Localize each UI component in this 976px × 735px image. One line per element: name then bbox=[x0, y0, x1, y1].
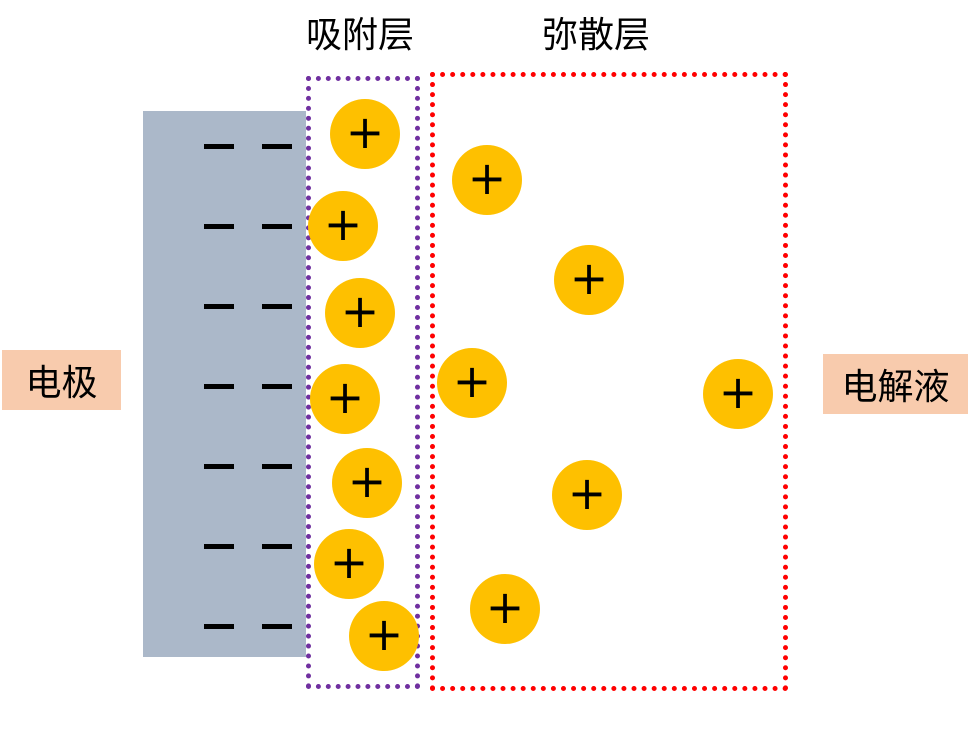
negative-charge bbox=[204, 384, 234, 389]
plus-sign: + bbox=[569, 251, 609, 305]
plus-sign: + bbox=[340, 284, 380, 338]
plus-sign: + bbox=[329, 535, 369, 589]
adsorption-layer-box bbox=[306, 76, 420, 689]
diffuse-cation: + bbox=[437, 348, 507, 418]
adsorbed-cation: + bbox=[349, 601, 419, 671]
negative-charge bbox=[262, 384, 292, 389]
plus-sign: + bbox=[323, 197, 363, 251]
negative-charge bbox=[204, 224, 234, 229]
adsorbed-cation: + bbox=[314, 529, 384, 599]
plus-sign: + bbox=[364, 607, 404, 661]
electrode-label: 电极 bbox=[2, 350, 121, 410]
plus-sign: + bbox=[347, 454, 387, 508]
plus-sign: + bbox=[467, 151, 507, 205]
diffuse-layer-title: 弥散层 bbox=[542, 15, 651, 56]
negative-charge bbox=[204, 144, 234, 149]
negative-charge bbox=[204, 544, 234, 549]
plus-sign: + bbox=[325, 370, 365, 424]
adsorbed-cation: + bbox=[330, 99, 400, 169]
negative-charge bbox=[262, 144, 292, 149]
adsorbed-cation: + bbox=[332, 448, 402, 518]
diffuse-cation: + bbox=[703, 359, 773, 429]
adsorbed-cation: + bbox=[325, 278, 395, 348]
plus-sign: + bbox=[718, 365, 758, 419]
negative-charge bbox=[262, 224, 292, 229]
negative-charge bbox=[204, 464, 234, 469]
diffuse-cation: + bbox=[452, 145, 522, 215]
plus-sign: + bbox=[452, 354, 492, 408]
diffuse-cation: + bbox=[552, 460, 622, 530]
negative-charge bbox=[262, 304, 292, 309]
negative-charge bbox=[262, 544, 292, 549]
negative-charge bbox=[204, 304, 234, 309]
diffuse-layer-box bbox=[430, 72, 788, 691]
plus-sign: + bbox=[567, 466, 607, 520]
diffuse-cation: + bbox=[554, 245, 624, 315]
plus-sign: + bbox=[485, 580, 525, 634]
adsorbed-cation: + bbox=[310, 364, 380, 434]
plus-sign: + bbox=[345, 105, 385, 159]
negative-charge bbox=[262, 464, 292, 469]
adsorbed-cation: + bbox=[308, 191, 378, 261]
negative-charge bbox=[204, 624, 234, 629]
negative-charge bbox=[262, 624, 292, 629]
diffuse-cation: + bbox=[470, 574, 540, 644]
electrolyte-label: 电解液 bbox=[823, 354, 968, 414]
adsorption-layer-title: 吸附层 bbox=[306, 15, 415, 56]
